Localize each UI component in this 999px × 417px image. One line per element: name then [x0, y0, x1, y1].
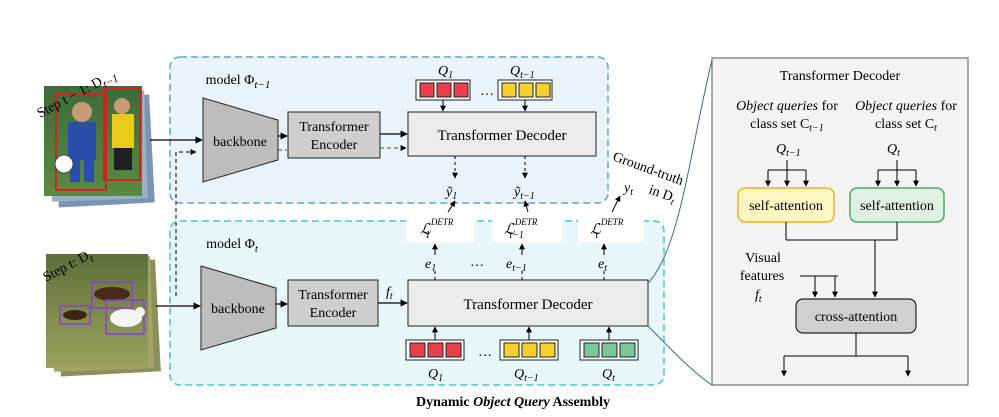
previous-encoder-line2: Encoder	[311, 138, 358, 153]
current-output-et1: et−1	[506, 257, 527, 274]
figure-caption: Dynamic Object Query Assembly	[416, 395, 610, 410]
current-query-qt1-label: Qt−1	[514, 367, 539, 384]
panel-query-right: Qt	[887, 142, 900, 159]
visual-features-line1: Visual	[745, 251, 781, 266]
current-output-et: et	[598, 257, 607, 274]
previous-backbone-label: backbone	[213, 135, 267, 150]
previous-query-q1-slot-3	[453, 82, 469, 98]
visual-features-fork	[800, 275, 838, 298]
zoom-connector-bottom	[647, 325, 713, 386]
current-query-qt-slot-1	[583, 342, 600, 358]
current-query-qt-slot-2	[601, 342, 618, 358]
panel-left-caption-line2: class set Ct−1	[750, 117, 824, 134]
cross-attention-output	[781, 333, 911, 377]
previous-query-q1-slot-2	[436, 82, 452, 98]
ground-truth-label: yt	[622, 181, 633, 198]
visual-features-line3: ft	[755, 288, 762, 305]
previous-query-qt1-slot-2	[518, 82, 534, 98]
current-encoder-line2: Encoder	[310, 306, 357, 321]
current-decoder	[407, 279, 649, 327]
loss-3-background	[578, 212, 644, 242]
previous-query-qt1-label: Qt−1	[510, 64, 535, 81]
previous-query-qt1-slot-3	[535, 82, 551, 98]
panel-left-caption-line1: Object queries for	[736, 99, 838, 114]
zoom-connector-top	[647, 59, 713, 284]
current-query-qt-label: Qt	[602, 367, 615, 384]
ground-truth-line1: Ground-truth	[611, 150, 686, 189]
current-encoder	[287, 279, 379, 327]
panel-right-caption-line2: class set Ct	[875, 117, 937, 134]
previous-backbone	[202, 97, 279, 183]
panel-merge-lines	[785, 222, 898, 298]
current-query-q1-slot-1	[409, 342, 426, 358]
current-query-qt1-slot-3	[539, 342, 556, 358]
previous-decoder	[407, 111, 597, 157]
ground-truth-line2: in Dt	[646, 183, 678, 208]
current-query-qt1-slot-1	[503, 342, 520, 358]
current-query-q1-slot-3	[445, 342, 462, 358]
previous-query-q1-label: Q1	[438, 64, 453, 81]
previous-step-image-stack	[44, 86, 155, 208]
y1-to-loss-1-arrow	[447, 200, 456, 213]
current-output-e1: e1	[425, 257, 436, 274]
current-decoder-label: Transformer Decoder	[464, 297, 593, 313]
panel-right-caption-line1: Object queries for	[855, 99, 957, 114]
current-step-image-stack	[46, 254, 161, 377]
current-query-qt1-slot-2	[521, 342, 538, 358]
current-feature-label: ft	[386, 285, 393, 302]
panel-query-left: Qt−1	[776, 142, 801, 159]
yt1-to-loss-2-arrow	[523, 200, 530, 213]
current-image-to-previous-model-dashed-arrow	[175, 149, 197, 296]
panel-left-fork	[765, 160, 809, 187]
visual-features-line2: features	[740, 269, 784, 284]
current-query-qt-slot-3	[619, 342, 636, 358]
current-backbone	[200, 265, 277, 351]
previous-query-ellipsis: …	[480, 84, 494, 99]
current-query-q1-slot-2	[427, 342, 444, 358]
previous-encoder-line1: Transformer	[299, 120, 369, 135]
current-output-ellipsis: …	[470, 255, 484, 270]
self-attention-right-label: self-attention	[860, 199, 934, 214]
self-attention-left-label: self-attention	[749, 199, 823, 214]
current-model-label: model Φt	[206, 237, 259, 255]
previous-output-y1: ỹ1	[444, 185, 457, 202]
cross-attention-label: cross-attention	[815, 310, 897, 325]
yt-to-loss-3-arrow	[611, 195, 621, 213]
previous-model-label: model Φt−1	[206, 73, 271, 91]
current-query-ellipsis: …	[478, 345, 492, 360]
current-encoder-line1: Transformer	[298, 288, 368, 303]
loss-1-background	[406, 212, 474, 242]
panel-right-fork	[875, 160, 919, 187]
previous-output-yt1: ỹt−1	[512, 185, 535, 202]
decoder-panel-title: Transformer Decoder	[780, 69, 901, 84]
current-query-q1-label: Q1	[428, 367, 443, 384]
previous-query-q1-slot-1	[419, 82, 435, 98]
previous-query-qt1-slot-1	[501, 82, 517, 98]
previous-decoder-label: Transformer Decoder	[438, 128, 567, 144]
loss-2-background	[492, 212, 562, 242]
current-backbone-label: backbone	[211, 302, 265, 317]
previous-encoder	[287, 111, 381, 159]
